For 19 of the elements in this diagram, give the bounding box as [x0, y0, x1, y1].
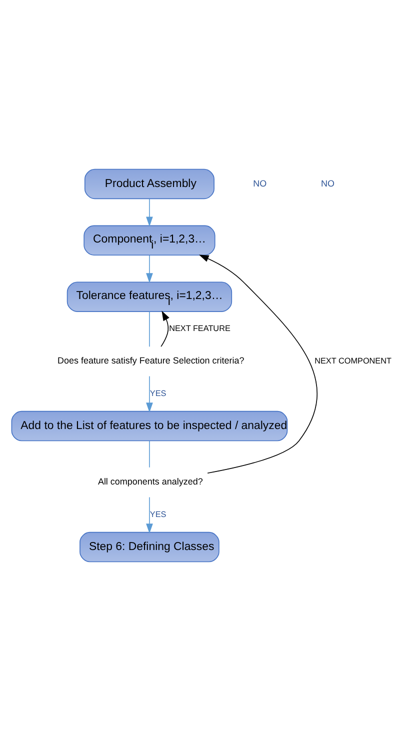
edge-label: YES	[150, 388, 166, 398]
edge-label: NEXT FEATURE	[169, 324, 230, 333]
arrow	[146, 375, 153, 412]
node-box: Product Assembly	[84, 168, 214, 199]
node-box: Add to the List of features to be inspected / analyzed	[11, 410, 288, 441]
label: NO	[320, 178, 334, 188]
arrow	[160, 310, 170, 346]
connector	[149, 440, 150, 468]
node-text: All components analyzed?	[98, 476, 203, 486]
arrow	[146, 254, 153, 282]
edge-label: NEXT COMPONENT	[314, 356, 392, 365]
node-text: Does feature satisfy Feature Selection criteria?	[57, 355, 244, 366]
arrow	[146, 496, 153, 533]
edge-label: YES	[150, 509, 166, 518]
node-box: Step 6: Defining Classes	[80, 531, 220, 562]
label: NO	[253, 178, 267, 188]
arrow	[146, 198, 153, 226]
arrow	[198, 254, 318, 474]
connector	[149, 310, 150, 347]
